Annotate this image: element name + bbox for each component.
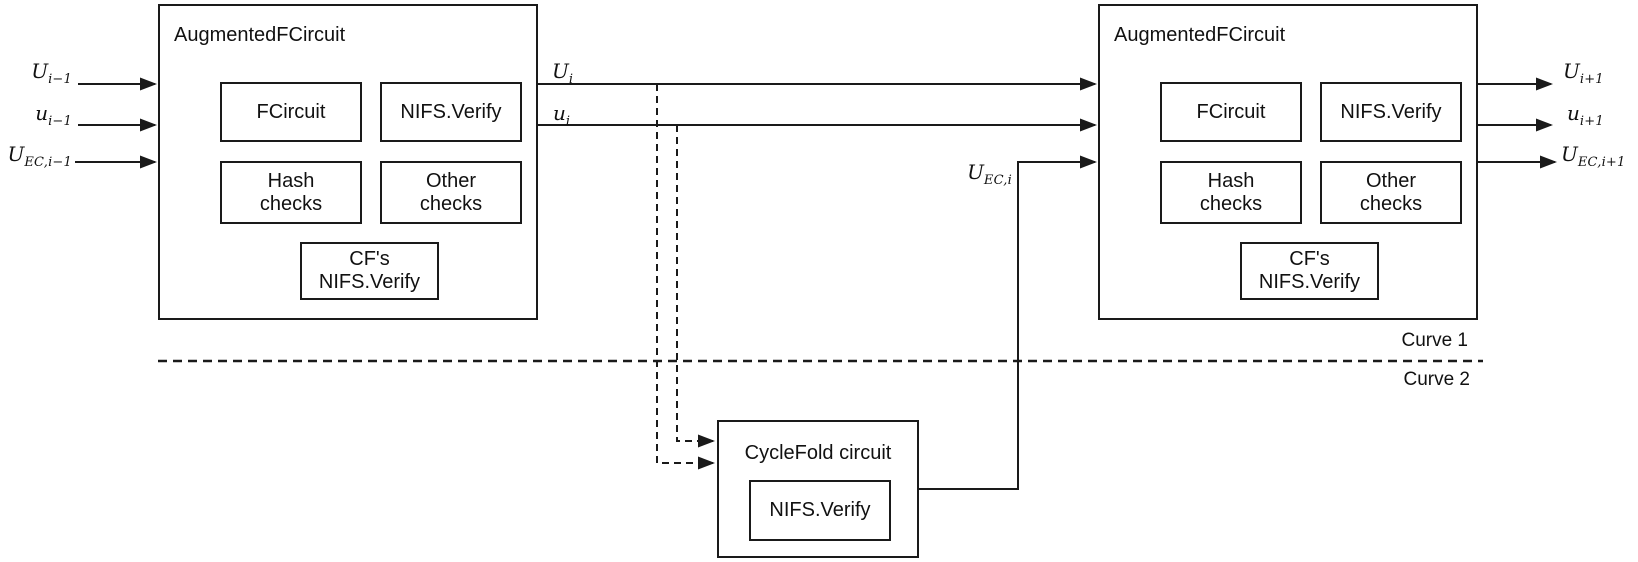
- label-uec-prev: UEC,i−1: [7, 142, 72, 170]
- augmented-fcircuit-right-title: AugmentedFCircuit: [1114, 24, 1286, 46]
- block-label: NIFS.Verify: [1258, 271, 1361, 293]
- cyclefold-title: CycleFold circuit: [744, 442, 892, 464]
- label-curve-2: Curve 2: [1403, 369, 1470, 390]
- block-label: NIFS.Verify: [318, 271, 421, 293]
- block-label: Other: [425, 169, 477, 192]
- label-u-small-next: ui+1: [1567, 101, 1604, 129]
- label-u-prev: Ui−1: [31, 59, 72, 87]
- block-label: Hash: [1207, 169, 1255, 192]
- block-label: checks: [1199, 192, 1263, 215]
- block-label: NIFS.Verify: [1340, 100, 1442, 123]
- block-label: checks: [419, 192, 483, 215]
- block-label: checks: [1359, 192, 1423, 215]
- fcircuit-block: FCircuit: [1160, 82, 1302, 142]
- block-label: NIFS.Verify: [400, 100, 502, 123]
- label-uec-i: UEC,i: [967, 160, 1012, 188]
- block-label: NIFS.Verify: [769, 499, 871, 521]
- label-u-i: Ui: [552, 59, 574, 87]
- block-label: CF's: [1289, 248, 1330, 270]
- dashed-branch-u-small-i: [676, 125, 715, 448]
- augmented-fcircuit-left: AugmentedFCircuit FCircuit NIFS.Verify H…: [158, 4, 538, 320]
- cf-nifs-verify-block: CF's NIFS.Verify: [1240, 242, 1379, 300]
- cf-nifs-verify-block: CF's NIFS.Verify: [300, 242, 439, 300]
- block-label: checks: [259, 192, 323, 215]
- nifs-verify-block: NIFS.Verify: [1320, 82, 1462, 142]
- block-label: Hash: [267, 169, 315, 192]
- label-uec-next: UEC,i+1: [1561, 142, 1626, 170]
- block-label: CF's: [349, 248, 390, 270]
- augmented-fcircuit-right: AugmentedFCircuit FCircuit NIFS.Verify H…: [1098, 4, 1478, 320]
- cyclefold-nifs-verify-block: NIFS.Verify: [749, 480, 891, 541]
- nifs-verify-block: NIFS.Verify: [380, 82, 522, 142]
- label-u-small-prev: ui−1: [35, 101, 72, 129]
- cyclefold-output-line: [919, 155, 1097, 490]
- augmented-fcircuit-left-title: AugmentedFCircuit: [174, 24, 346, 46]
- label-u-next: Ui+1: [1563, 59, 1604, 87]
- fcircuit-block: FCircuit: [220, 82, 362, 142]
- block-label: FCircuit: [1196, 100, 1266, 123]
- block-label: FCircuit: [256, 100, 326, 123]
- hash-checks-block: Hash checks: [220, 161, 362, 224]
- cyclefold-circuit-box: CycleFold circuit NIFS.Verify: [717, 420, 919, 558]
- label-curve-1: Curve 1: [1401, 330, 1468, 351]
- dashed-branch-u-i: [656, 84, 715, 470]
- label-u-small-i: ui: [553, 101, 571, 129]
- other-checks-block: Other checks: [1320, 161, 1462, 224]
- block-label: Other: [1365, 169, 1417, 192]
- hash-checks-block: Hash checks: [1160, 161, 1302, 224]
- other-checks-block: Other checks: [380, 161, 522, 224]
